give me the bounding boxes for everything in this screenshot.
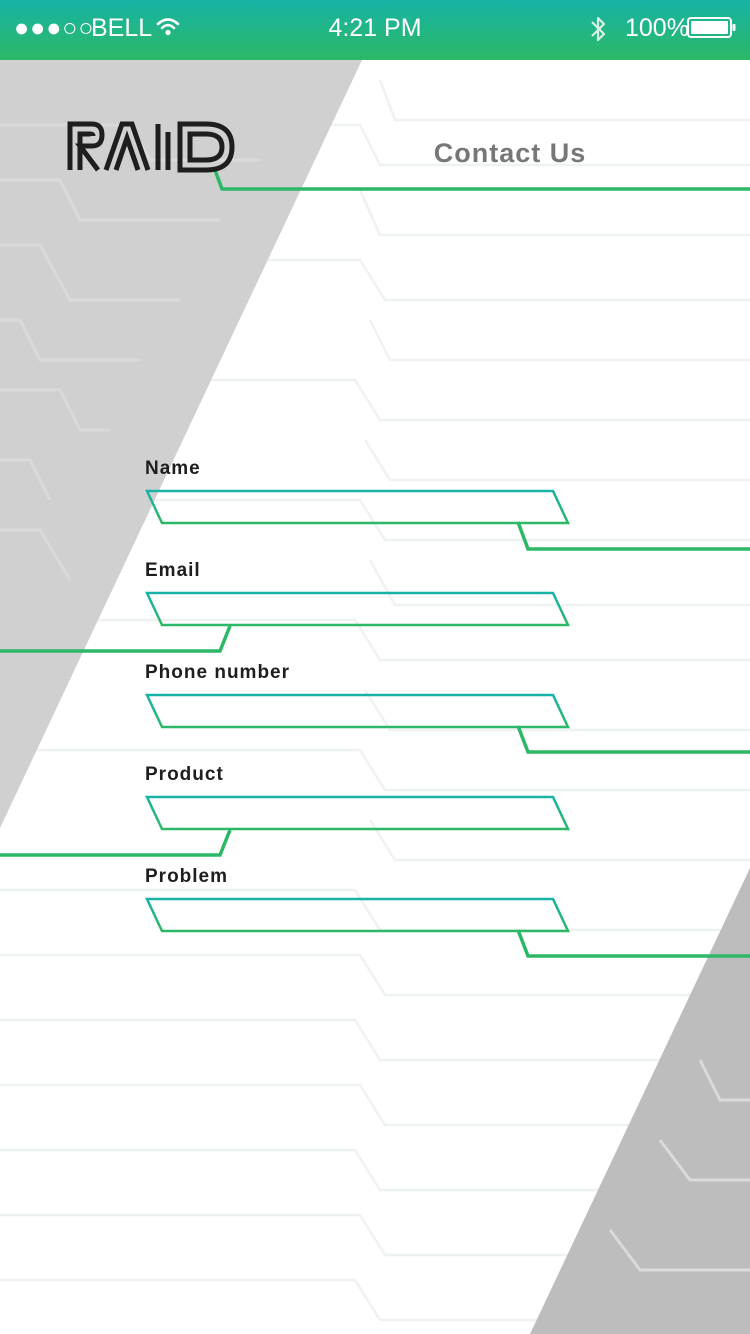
problem-field-border xyxy=(145,897,570,933)
email-field-border xyxy=(145,591,570,627)
problem-input[interactable] xyxy=(167,900,551,930)
name-field-border xyxy=(145,489,570,525)
email-field-frame xyxy=(145,591,570,627)
clock: 4:21 PM xyxy=(328,14,422,42)
product-field-border xyxy=(145,795,570,831)
phone-number-field-border xyxy=(145,693,570,729)
raid-logo xyxy=(66,118,238,179)
wifi-icon xyxy=(156,16,180,43)
bluetooth-icon xyxy=(588,14,608,49)
name-label: Name xyxy=(145,458,201,479)
product-input[interactable] xyxy=(167,798,551,828)
email-input[interactable] xyxy=(167,594,551,624)
battery-icon xyxy=(687,17,737,44)
status-bar: ●●●○○ BELL 4:21 PM 100% xyxy=(0,0,750,60)
problem-field-frame xyxy=(145,897,570,933)
problem-label: Problem xyxy=(145,866,229,887)
page-title: Contact Us xyxy=(433,138,587,168)
phone-number-input[interactable] xyxy=(167,696,551,726)
background-pattern xyxy=(0,60,750,1334)
product-field-frame xyxy=(145,795,570,831)
phone-number-field-frame xyxy=(145,693,570,729)
name-field-frame xyxy=(145,489,570,525)
carrier-name: BELL xyxy=(91,14,153,42)
signal-strength: ●●●○○ xyxy=(14,14,95,42)
email-label: Email xyxy=(145,560,201,581)
name-input[interactable] xyxy=(167,492,551,522)
raid-logo-mark xyxy=(67,121,235,173)
phone-number-label: Phone number xyxy=(145,662,291,683)
product-label: Product xyxy=(145,764,224,785)
battery-percent: 100% xyxy=(625,14,689,42)
